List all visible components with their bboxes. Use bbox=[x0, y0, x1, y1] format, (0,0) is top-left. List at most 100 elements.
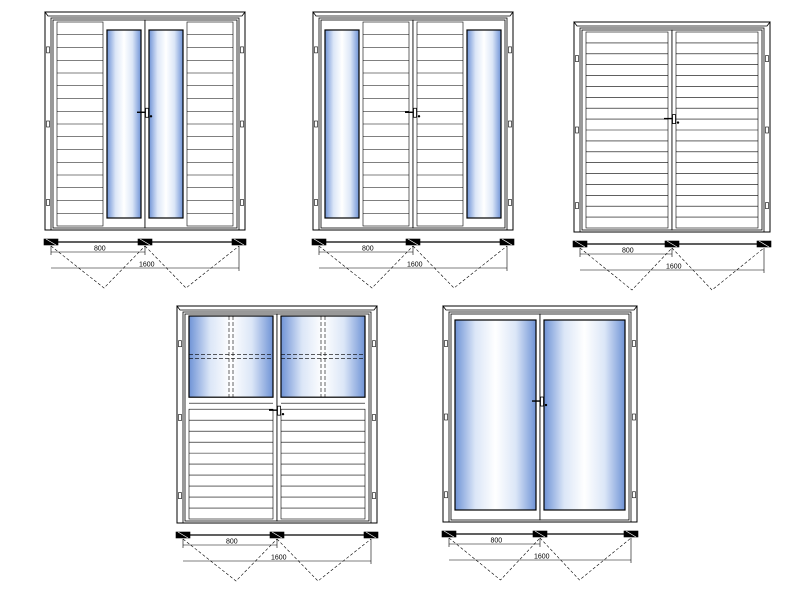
door-frame-inner bbox=[318, 17, 508, 231]
plan-hatch bbox=[758, 240, 770, 248]
glass-strip bbox=[466, 29, 502, 219]
hinge-icon bbox=[508, 199, 512, 206]
hinge-icon bbox=[632, 340, 636, 347]
door-4-dimensions: 800 1600 bbox=[175, 531, 379, 582]
swing-arc-right bbox=[671, 247, 765, 291]
plan-hatch bbox=[666, 240, 678, 248]
keyhole-icon bbox=[149, 115, 153, 118]
swing-arc-right bbox=[276, 538, 372, 582]
door-2-drawing bbox=[312, 11, 514, 231]
door-frame-inner bbox=[579, 27, 765, 233]
plan-hatch bbox=[407, 238, 419, 246]
hinge-icon bbox=[240, 46, 244, 54]
hinge-icon bbox=[444, 491, 448, 499]
plan-hatch bbox=[233, 238, 245, 246]
hinge-icon bbox=[178, 340, 182, 348]
keyhole-icon bbox=[676, 121, 680, 124]
door-elevation-2: 800 1600 bbox=[311, 11, 515, 289]
door-handle-icon bbox=[664, 114, 680, 124]
handle-rose bbox=[277, 405, 281, 416]
plan-hatch bbox=[313, 238, 325, 246]
swing-arc-right bbox=[412, 245, 508, 289]
door-3-leaf-width-label: 800 bbox=[622, 248, 634, 255]
hinge-icon bbox=[575, 55, 579, 62]
door-elevation-4: 800 1600 bbox=[175, 305, 379, 582]
glass-strip bbox=[106, 29, 142, 219]
handle-rose bbox=[540, 396, 544, 407]
swing-arc-right bbox=[539, 537, 632, 581]
hinge-icon bbox=[314, 120, 318, 128]
hinge-icon bbox=[178, 492, 182, 499]
plan-hatch bbox=[501, 238, 513, 246]
plan-hatch bbox=[574, 240, 586, 248]
swing-arc-left bbox=[50, 245, 146, 289]
door-handle-icon bbox=[137, 107, 153, 118]
door-handle-icon bbox=[532, 396, 548, 407]
swing-arc-left bbox=[579, 247, 673, 291]
plan-jamb-icon bbox=[175, 531, 191, 539]
frame-head bbox=[176, 305, 378, 311]
plan-jamb-icon bbox=[623, 530, 639, 538]
door-5-leaf-width-label: 800 bbox=[491, 538, 503, 545]
plan-hatch bbox=[45, 238, 57, 246]
hinge-icon bbox=[765, 126, 769, 134]
door-elevation-3: 800 1600 bbox=[572, 21, 772, 291]
hinge-icon bbox=[178, 414, 182, 421]
hinge-icon bbox=[240, 199, 244, 206]
hinge-icon bbox=[508, 46, 512, 54]
plan-jamb-icon bbox=[441, 530, 457, 538]
plan-hatch bbox=[271, 531, 283, 539]
frame-head bbox=[573, 21, 771, 27]
door-1-drawing bbox=[44, 11, 246, 231]
hinge-icon bbox=[314, 46, 318, 54]
plan-hatch bbox=[443, 530, 455, 538]
door-3-total-width-label: 1600 bbox=[666, 264, 682, 271]
glass-pane-full bbox=[454, 319, 537, 511]
hinge-icon bbox=[765, 55, 769, 62]
handle-rose bbox=[145, 107, 149, 118]
plan-jamb-icon bbox=[363, 531, 379, 539]
swing-arc-left bbox=[318, 245, 414, 289]
hinge-icon bbox=[240, 120, 244, 128]
plan-meeting-stile-icon bbox=[405, 238, 421, 246]
door-1-total-width-label: 1600 bbox=[139, 262, 155, 269]
handle-rose bbox=[672, 114, 676, 124]
door-3-dimensions: 800 1600 bbox=[572, 240, 772, 291]
plan-jamb-icon bbox=[572, 240, 588, 248]
plan-jamb-icon bbox=[499, 238, 515, 246]
door-1-dimensions: 800 1600 bbox=[43, 238, 247, 289]
door-1-leaf-width-label: 800 bbox=[94, 246, 106, 253]
door-2-dimensions: 800 1600 bbox=[311, 238, 515, 289]
door-2-leaf-width-label: 800 bbox=[362, 246, 374, 253]
frame-head bbox=[442, 305, 638, 311]
swing-arc-right bbox=[144, 245, 240, 289]
hinge-icon bbox=[575, 202, 579, 209]
hinge-icon bbox=[444, 413, 448, 421]
glass-pane-upper bbox=[188, 315, 274, 398]
hinge-icon bbox=[46, 199, 50, 206]
door-2-total-width-label: 1600 bbox=[407, 262, 423, 269]
frame-head bbox=[312, 11, 514, 17]
hinge-icon bbox=[444, 340, 448, 347]
door-4-total-width-label: 1600 bbox=[271, 555, 287, 562]
plan-jamb-icon bbox=[756, 240, 772, 248]
glass-pane-full bbox=[543, 319, 626, 511]
door-handle-icon bbox=[405, 107, 421, 118]
hinge-icon bbox=[46, 120, 50, 128]
door-3-drawing bbox=[573, 21, 771, 233]
keyhole-icon bbox=[544, 403, 548, 407]
glass-pane-upper bbox=[280, 315, 366, 398]
door-elevation-5: 800 1600 bbox=[441, 305, 639, 581]
keyhole-icon bbox=[417, 115, 421, 118]
door-5-drawing bbox=[442, 305, 638, 523]
frame-head bbox=[44, 11, 246, 17]
plan-hatch bbox=[625, 530, 637, 538]
swing-arc-left bbox=[182, 538, 278, 582]
plan-hatch bbox=[177, 531, 189, 539]
glass-strip bbox=[148, 29, 184, 219]
keyhole-icon bbox=[281, 412, 285, 416]
hinge-icon bbox=[314, 199, 318, 206]
hinge-icon bbox=[46, 46, 50, 54]
door-frame-inner bbox=[182, 311, 372, 524]
hinge-icon bbox=[632, 413, 636, 421]
